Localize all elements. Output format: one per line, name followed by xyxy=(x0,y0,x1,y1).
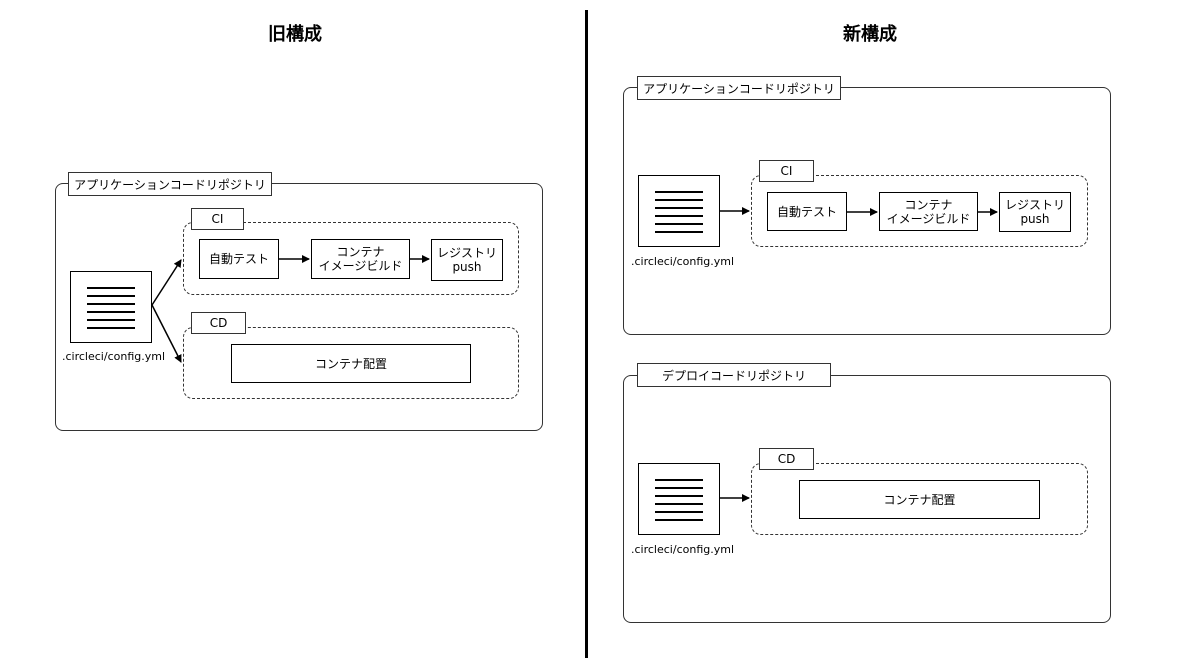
old-cd-step-container-deploy: コンテナ配置 xyxy=(231,344,471,383)
old-config-file-icon xyxy=(70,271,152,343)
new-deploy-config-file-icon xyxy=(638,463,720,535)
new-app-config-file-icon xyxy=(638,175,720,247)
new-architecture-title: 新構成 xyxy=(843,24,897,45)
new-deploy-config-file-name: .circleci/config.yml xyxy=(631,543,735,556)
old-ci-step-image-build: コンテナ イメージビルド xyxy=(311,239,410,279)
new-ci-label: CI xyxy=(759,160,814,182)
old-ci-step-auto-test: 自動テスト xyxy=(199,239,279,279)
new-ci-group xyxy=(751,175,1088,247)
old-cd-group xyxy=(183,327,519,399)
section-divider xyxy=(585,10,588,658)
new-cd-step-container-deploy: コンテナ配置 xyxy=(799,480,1040,519)
old-ci-step-registry-push: レジストリ push xyxy=(431,239,503,281)
new-app-repo-label: アプリケーションコードリポジトリ xyxy=(637,76,841,100)
new-ci-step-auto-test: 自動テスト xyxy=(767,192,847,231)
old-cd-label: CD xyxy=(191,312,246,334)
old-ci-label: CI xyxy=(191,208,244,230)
old-arrow-config-to-cd xyxy=(151,304,182,363)
new-cd-group xyxy=(751,463,1088,535)
old-app-repo-label: アプリケーションコードリポジトリ xyxy=(68,172,272,196)
old-architecture-title: 旧構成 xyxy=(268,24,322,45)
new-cd-label: CD xyxy=(759,448,814,470)
old-ci-group xyxy=(183,222,519,295)
new-ci-step-image-build: コンテナ イメージビルド xyxy=(879,192,978,231)
new-ci-step-registry-push: レジストリ push xyxy=(999,192,1071,232)
new-app-config-file-name: .circleci/config.yml xyxy=(631,255,735,268)
new-deploy-repo-label: デプロイコードリポジトリ xyxy=(637,363,831,387)
old-arrow-config-to-ci xyxy=(151,259,182,306)
old-config-file-name: .circleci/config.yml xyxy=(62,350,166,363)
